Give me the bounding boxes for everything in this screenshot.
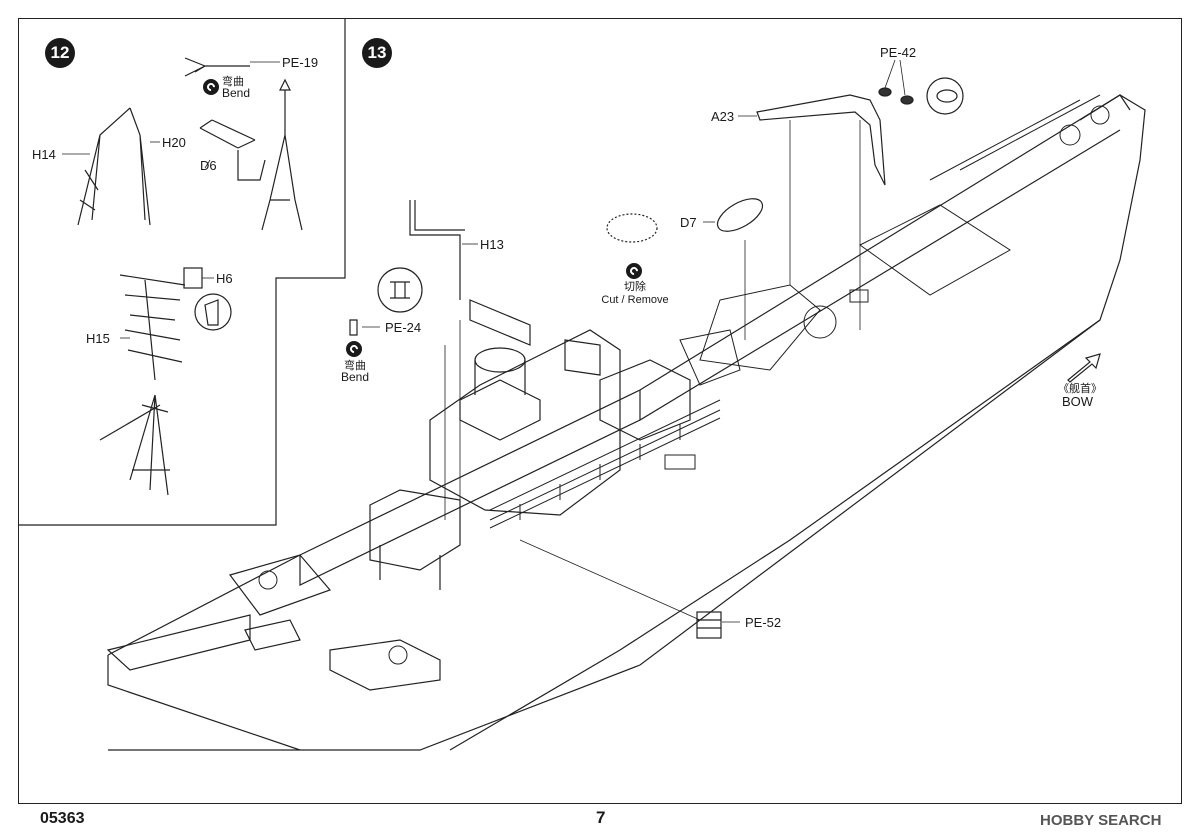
product-code: 05363 — [40, 810, 85, 827]
h15-mast — [119, 274, 186, 381]
label-h13: H13 — [480, 237, 504, 252]
pe19-part — [184, 57, 250, 77]
deck-details — [258, 94, 1110, 665]
label-pe42: PE-42 — [880, 45, 917, 60]
cut-icon — [626, 263, 642, 279]
step-12-badge: 12 — [45, 38, 75, 68]
label-bow-cn: 《舰首》 — [1058, 383, 1102, 395]
pe42-parts — [878, 77, 964, 115]
leader-lines — [62, 59, 906, 623]
pe52-part — [696, 611, 722, 639]
label-h20: H20 — [162, 135, 186, 150]
superstructure — [106, 299, 691, 691]
label-d7: D7 — [680, 215, 697, 230]
step-13-badge: 13 — [362, 38, 392, 68]
label-bend-en-13: Bend — [340, 370, 370, 384]
instruction-frame — [18, 18, 1182, 804]
label-h15: H15 — [86, 331, 110, 346]
a23-part — [756, 94, 886, 186]
label-bend-cn-13: 弯曲 — [344, 360, 366, 372]
label-pe19: PE-19 — [282, 55, 319, 70]
page-number: 7 — [596, 808, 606, 827]
label-pe24: PE-24 — [385, 320, 422, 335]
railings — [489, 399, 721, 529]
label-d6: D6 — [200, 158, 217, 173]
label-bend-cn-12: 弯曲 — [222, 76, 244, 88]
label-h14: H14 — [32, 147, 56, 162]
label-cut-en: Cut / Remove — [601, 294, 669, 306]
label-cut-cn: 切除 — [624, 281, 646, 293]
watermark-brand: HOBBY SEARCH — [1040, 812, 1162, 829]
h14-h20-frame — [77, 107, 151, 226]
label-h6: H6 — [216, 271, 233, 286]
d7-part — [606, 198, 764, 243]
label-bow-en: BOW — [1062, 394, 1094, 409]
d6-rails — [199, 119, 266, 181]
label-a23: A23 — [711, 109, 735, 124]
assembled-tripod-12 — [99, 394, 170, 496]
ship-hull — [107, 94, 1146, 751]
label-bend-en-12: Bend — [222, 86, 251, 100]
bow-arrow-shape — [1067, 353, 1101, 383]
bend-icon-13 — [346, 341, 362, 357]
pe24-part — [349, 267, 423, 336]
assembled-frame-12 — [261, 78, 303, 231]
label-pe52: PE-52 — [745, 615, 782, 630]
step12-panel-border — [18, 18, 346, 526]
h13-part — [409, 200, 465, 300]
bend-icon — [203, 79, 219, 95]
